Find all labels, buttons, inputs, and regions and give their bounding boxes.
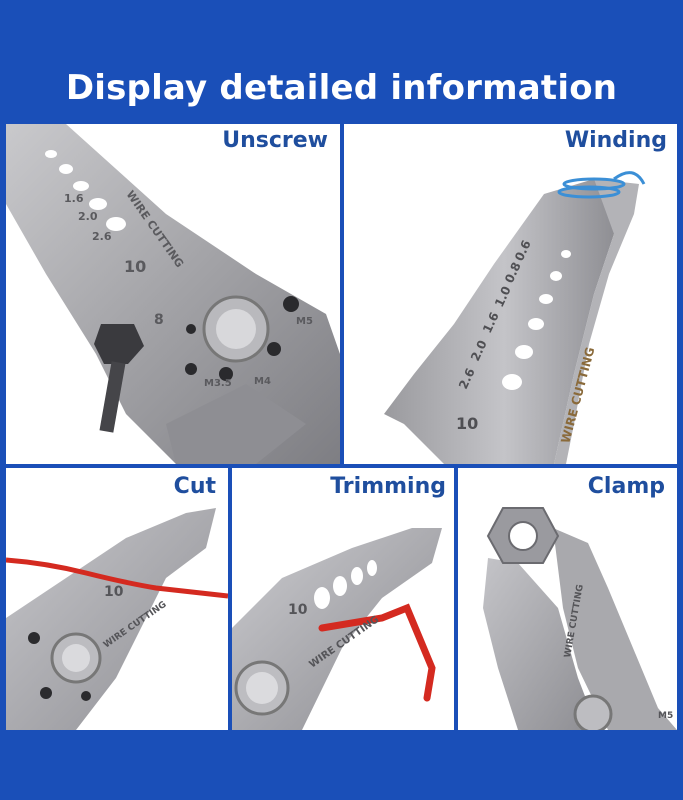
panel-winding: 0.6 0.8 1.0 1.6 2.0 2.6 10 WIRE CUTTING …	[344, 124, 677, 464]
red-wire	[318, 603, 436, 702]
plier-jaw-lower	[554, 179, 639, 464]
pivot-screw	[573, 694, 613, 730]
label-trimming: Trimming	[330, 474, 446, 499]
red-wire	[6, 557, 228, 599]
thread-m4: M4	[254, 376, 271, 387]
trimming-illustration: 10 WIRE CUTTING	[232, 528, 442, 730]
cut-illustration: 10 WIRE CUTTING	[6, 508, 228, 730]
plier-arm	[166, 384, 306, 464]
winding-illustration: 0.6 0.8 1.0 1.6 2.0 2.6 10 WIRE CUTTING	[384, 171, 646, 464]
hex-bolt-head	[94, 324, 144, 364]
size-2-6: 2.6	[92, 230, 112, 243]
size-1-6: 1.6	[64, 192, 84, 205]
plier-body	[6, 124, 340, 464]
gauge-10: 10	[288, 602, 308, 618]
stripping-holes	[502, 250, 571, 390]
thread-m5: M5	[658, 711, 673, 721]
plier-body	[6, 508, 216, 730]
stripping-holes	[45, 150, 126, 231]
gauge-10: 10	[124, 257, 146, 276]
panel-unscrew: 1.6 2.0 2.6 10 8 WIRE CUTTING M5 M4 M3.5…	[6, 124, 340, 464]
hex-nut-hole	[508, 521, 538, 551]
thread-holes	[185, 296, 299, 381]
stripping-holes	[314, 560, 377, 609]
headline: Display detailed information	[65, 68, 618, 108]
label-clamp: Clamp	[587, 474, 665, 499]
label-cut: Cut	[173, 474, 216, 499]
clamp-illustration: WIRE CUTTING M5	[483, 507, 677, 730]
label-unscrew: Unscrew	[222, 128, 328, 153]
panel-trimming: 10 WIRE CUTTING Trimming	[232, 468, 454, 730]
thread-m5: M5	[296, 316, 313, 327]
plier-jaw	[384, 179, 624, 464]
gauge-10: 10	[456, 414, 478, 433]
plier-jaw-left	[483, 558, 598, 730]
plier-jaw-right	[553, 528, 677, 730]
gauge-8: 8	[154, 312, 164, 328]
label-winding: Winding	[564, 128, 667, 153]
blue-wire	[557, 171, 646, 199]
thread-m3-5: M3.5	[204, 378, 232, 389]
panel-cut: 10 WIRE CUTTING Cut	[6, 468, 228, 730]
unscrew-illustration: 1.6 2.0 2.6 10 8 WIRE CUTTING M5 M4 M3.5	[6, 124, 340, 464]
gauge-10: 10	[104, 584, 124, 600]
panel-clamp: WIRE CUTTING M5 Clamp	[458, 468, 677, 730]
bolt-shaft	[99, 361, 126, 433]
size-2-0: 2.0	[78, 210, 98, 223]
bottom-bar	[0, 734, 683, 800]
